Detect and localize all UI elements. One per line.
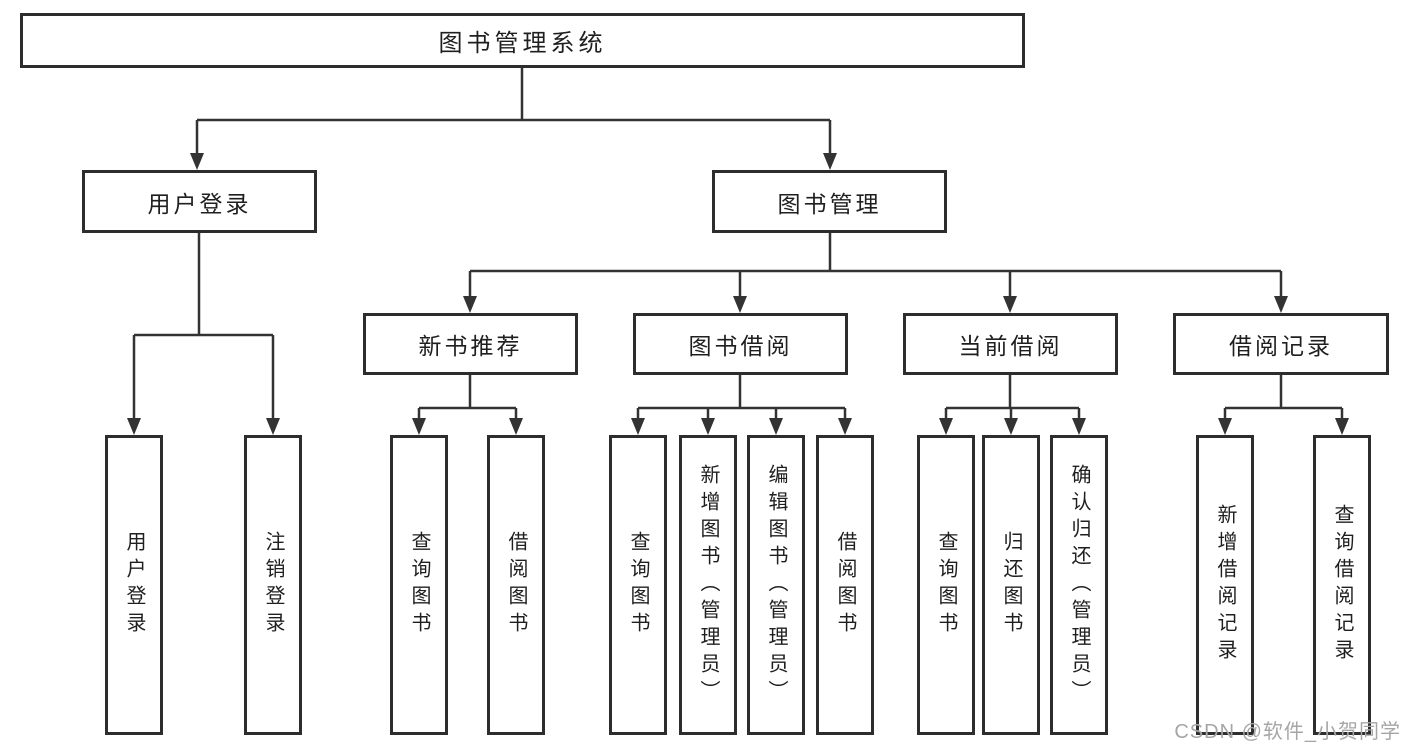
leaf-logout: 注销登录	[244, 435, 302, 735]
arrowhead-icon	[1003, 296, 1017, 313]
arrowhead-icon	[190, 153, 204, 170]
connector-borrow-branch	[636, 375, 847, 418]
arrowhead-icon	[769, 418, 783, 435]
leaf-return-book: 归还图书	[982, 435, 1040, 735]
arrowhead-icon	[1004, 418, 1018, 435]
node-new-book-recommend: 新书推荐	[363, 313, 578, 375]
arrowhead-icon	[838, 418, 852, 435]
leaf-query-books-3: 查询图书	[917, 435, 975, 735]
leaf-borrow-books-2: 借阅图书	[816, 435, 874, 735]
leaf-add-book-admin: 新增图书（管理员）	[679, 435, 737, 735]
leaf-query-borrow-record-label: 查询借阅记录	[1331, 504, 1353, 666]
leaf-add-borrow-record-label: 新增借阅记录	[1214, 504, 1236, 666]
leaf-borrow-books-2-label: 借阅图书	[834, 531, 856, 639]
connector-login-branch	[132, 233, 275, 418]
connector-newbook-branch	[417, 375, 518, 418]
arrowhead-icon	[1072, 418, 1086, 435]
arrowhead-icon	[127, 418, 141, 435]
leaf-borrow-books-1-label: 借阅图书	[505, 531, 527, 639]
leaf-return-book-label: 归还图书	[1000, 531, 1022, 639]
node-root-label: 图书管理系统	[438, 30, 607, 57]
arrowhead-icon	[412, 418, 426, 435]
leaf-add-book-admin-label: 新增图书（管理员）	[697, 463, 719, 707]
arrowhead-icon	[733, 296, 747, 313]
arrowhead-icon	[509, 418, 523, 435]
connector-root-branch	[195, 68, 832, 153]
leaf-logout-label: 注销登录	[262, 531, 284, 639]
leaf-query-books-1: 查询图书	[390, 435, 448, 735]
node-current-borrowing: 当前借阅	[903, 313, 1118, 375]
watermark: CSDN @软件_小贺同学	[1174, 721, 1401, 743]
leaf-user-login-label: 用户登录	[123, 531, 145, 639]
leaf-add-borrow-record: 新增借阅记录	[1196, 435, 1254, 735]
arrowhead-icon	[701, 418, 715, 435]
node-book-borrowing: 图书借阅	[633, 313, 848, 375]
node-book-borrowing-label: 图书借阅	[688, 333, 793, 359]
arrowhead-icon	[939, 418, 953, 435]
leaf-query-books-1-label: 查询图书	[408, 531, 430, 639]
connector-current-branch	[944, 375, 1081, 418]
node-user-login: 用户登录	[82, 170, 317, 233]
leaf-query-borrow-record: 查询借阅记录	[1313, 435, 1371, 735]
node-root: 图书管理系统	[20, 13, 1025, 68]
leaf-edit-book-admin-label: 编辑图书（管理员）	[765, 463, 787, 707]
arrowhead-icon	[1274, 296, 1288, 313]
node-new-book-recommend-label: 新书推荐	[418, 333, 523, 359]
node-book-management-label: 图书管理	[777, 190, 882, 217]
leaf-edit-book-admin: 编辑图书（管理员）	[747, 435, 805, 735]
arrowhead-icon	[631, 418, 645, 435]
connector-record-branch	[1223, 375, 1344, 418]
leaf-query-books-3-label: 查询图书	[935, 531, 957, 639]
arrowhead-icon	[1218, 418, 1232, 435]
node-borrowing-records-label: 借阅记录	[1229, 333, 1333, 359]
leaf-user-login: 用户登录	[105, 435, 163, 735]
arrowhead-icon	[463, 296, 477, 313]
leaf-confirm-return-admin-label: 确认归还（管理员）	[1068, 463, 1090, 707]
node-current-borrowing-label: 当前借阅	[958, 333, 1063, 359]
leaf-confirm-return-admin: 确认归还（管理员）	[1050, 435, 1108, 735]
node-book-management: 图书管理	[712, 170, 947, 233]
connector-mgmt-branch	[468, 233, 1283, 296]
arrowhead-icon	[823, 153, 837, 170]
leaf-query-books-2: 查询图书	[609, 435, 667, 735]
leaf-query-books-2-label: 查询图书	[627, 531, 649, 639]
node-user-login-label: 用户登录	[147, 190, 252, 217]
arrowhead-icon	[1335, 418, 1349, 435]
node-borrowing-records: 借阅记录	[1173, 313, 1389, 375]
arrowhead-icon	[266, 418, 280, 435]
leaf-borrow-books-1: 借阅图书	[487, 435, 545, 735]
